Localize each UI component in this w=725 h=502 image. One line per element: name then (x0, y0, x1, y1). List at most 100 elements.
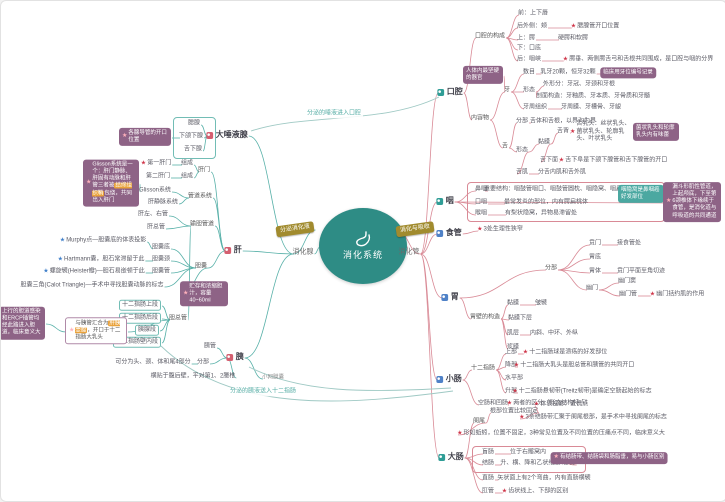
dc-mangchang[interactable]: 盲肠 (482, 449, 494, 457)
xc-shengbu-n[interactable]: ★十二指肠悬韧带(Treitz韧带)是确定空肠起始的标志 (512, 388, 651, 396)
wei-nianmo[interactable]: 黏膜 (507, 300, 519, 308)
she-nianmo[interactable]: 黏膜 (538, 139, 550, 147)
xc-shierzhichang[interactable]: 十二指肠 (471, 365, 495, 373)
wei-weiti-t[interactable]: 贲门平面至角切迹 (617, 268, 665, 276)
ya-bubble[interactable]: 人体内最坚硬的器官 (463, 66, 503, 84)
kq-jia[interactable]: 后外侧：颊 (517, 23, 547, 31)
ya[interactable]: 牙 (504, 87, 510, 95)
ganmen-zucheng-1[interactable]: 组成 (181, 160, 193, 168)
sal-shexiaxian[interactable]: 舌下腺 (184, 146, 202, 154)
dannang-guan[interactable]: 胆囊管 (152, 268, 170, 276)
she-ji[interactable]: 舌肌 (516, 169, 528, 177)
kq-goucheng[interactable]: 口腔的构成 (475, 33, 505, 41)
wei-weidi[interactable]: 胃底 (589, 254, 601, 262)
sal-saixian[interactable]: 腮腺 (188, 120, 200, 128)
ya-yazhou[interactable]: 牙周组织 (523, 104, 547, 112)
sal-note[interactable]: ★各腺导管的开口位置 (119, 128, 171, 146)
ya-shumu-t[interactable]: 乳牙20颗，恒牙32颗 (540, 69, 595, 77)
yan-houyan-t[interactable]: 有梨状隐窝，异物易滞留处 (505, 210, 577, 218)
main-kouqiang[interactable]: 口腔 (437, 87, 463, 97)
wei-youmendou[interactable]: 幽门窦 (618, 278, 636, 286)
wei-fenbu[interactable]: 分部 (545, 265, 557, 273)
ganmen-diyi[interactable]: ★第一肝门 (141, 160, 171, 168)
trunk-digestive-gland[interactable]: 消化腺 (293, 249, 314, 258)
dc-genbu-n1[interactable]: ★体表投影：麦氏点 (534, 401, 588, 409)
wei-youmen-note[interactable]: ★幽门括约肌的作用 (650, 291, 704, 299)
dc-jiechang-note[interactable]: ★有结肠带、结肠袋和肠脂垂，易与小肠区别 (551, 452, 668, 464)
shudan-zuoyouguan[interactable]: 肝左、右管 (138, 211, 168, 219)
she-bei[interactable]: 舌背 (557, 128, 569, 136)
yi-fenbu[interactable]: 分部 (197, 359, 209, 367)
xc-shangbu-n[interactable]: ★十二指肠球是溃疡的好发部位 (523, 349, 607, 357)
yi-fenbu-t[interactable]: 可分为头、颈、体和尾4部分 (115, 359, 190, 367)
kq-neirongwu[interactable]: 内容物 (471, 115, 489, 123)
glisson-note[interactable]: ★Glisson系统是一个：肝门静脉、肝固有动脉和肝管三者被结缔组织鞘包绕，共同… (83, 160, 139, 207)
she-bei-purple[interactable]: 菌状乳头和轮廓乳头内有味蕾 (633, 123, 679, 141)
main-shiguan[interactable]: 食管 (436, 228, 462, 238)
trunk-digestive-tract[interactable]: 消化管 (399, 249, 420, 258)
kq-shang[interactable]: 上：腭 (517, 35, 535, 43)
center-node[interactable]: 消化系统 (319, 208, 407, 284)
kq-jia-note[interactable]: ★腮腺管开口位置 (571, 23, 619, 31)
kq-shang-note[interactable]: 硬腭和软腭 (558, 35, 588, 43)
gan-shudan[interactable]: 输胆管道 (190, 221, 214, 229)
main-yan[interactable]: 咽 (436, 196, 454, 206)
yan-kouyan-t[interactable]: 最常发炎的部位，内有腭扁桃体 (504, 199, 588, 207)
ya-shumu[interactable]: 数目 (523, 69, 535, 77)
gan[interactable]: 肝 (224, 245, 242, 255)
danzong-note[interactable]: ★与胰管汇合为肝胰壶腹，开口于十二指肠大乳头 (65, 317, 127, 344)
wei-youmenguan[interactable]: 幽门管 (619, 291, 637, 299)
xc-shuipingbu[interactable]: 水平部 (505, 375, 523, 383)
dc-jiechang[interactable]: 结肠 (482, 460, 494, 468)
wei-benmen[interactable]: 贲门 (589, 240, 601, 248)
kq-xia[interactable]: 下：口底 (517, 45, 541, 53)
she-xingtai[interactable]: 形态 (516, 147, 528, 155)
dannang-sanjiao[interactable]: 胆囊三角(Calot Triangle)—手术中寻找胆囊动脉的标志 (20, 282, 163, 290)
she-xiamian-note[interactable]: ★舌下阜是下颌下腺管和舌下腺管的开口 (559, 157, 667, 165)
dannang-di-n[interactable]: ★Murphy点—胆囊底的体表投影 (60, 237, 146, 245)
gan-dannang[interactable]: 胆囊 (195, 263, 207, 271)
glisson[interactable]: Glisson系统 (139, 187, 171, 195)
wei-gouzao[interactable]: 胃壁的构造 (470, 314, 500, 322)
xc-konghui[interactable]: 空肠和回肠 (478, 400, 508, 408)
she-fenbu[interactable]: 分部 (516, 118, 528, 126)
xc-shangbu[interactable]: 上部 (505, 349, 517, 357)
dannang-guan-n[interactable]: ★螺旋襞(Heister瓣)—胆石易嵌顿于此 (43, 268, 144, 276)
yi-guan[interactable]: 胰管 (204, 343, 216, 351)
xc-jiangbu-n[interactable]: ★十二指肠大乳头是胆总管和胰管的共同开口 (514, 362, 634, 370)
dc-zhichang-t[interactable]: 矢状面上有2个弯曲，内有直肠横襞 (497, 475, 590, 483)
ya-xt-waixing[interactable]: 外形分：牙冠、牙颈和牙根 (543, 81, 615, 89)
she-xiamian[interactable]: 舌下面 (540, 157, 558, 165)
badge-right[interactable]: 消化与吸收 (395, 221, 434, 237)
ya-shumu-note[interactable]: 临床用牙位编号记录 (600, 67, 656, 78)
dannang-jing[interactable]: 胆囊颈 (152, 256, 170, 264)
yan-houyan[interactable]: 喉咽 (475, 210, 487, 218)
yi[interactable]: 胰 (226, 352, 244, 362)
gan-guandao[interactable]: 管道系统 (188, 193, 212, 201)
gan-jingmai[interactable]: 肝静脉系统 (148, 199, 178, 207)
dannang-di[interactable]: 胆囊底 (152, 244, 170, 252)
dc-genbu-n2[interactable]: ★3条结肠带汇聚于阑尾根部，是手术中寻找阑尾的标志 (519, 414, 667, 422)
wei-jiceng[interactable]: 肌层 (507, 330, 519, 338)
wei-youmen[interactable]: 幽门 (586, 285, 598, 293)
yan-kouyan[interactable]: 口咽 (475, 199, 487, 207)
xlabel-pancreas[interactable]: 分泌的胰液送入十二指肠 (228, 388, 298, 396)
main-xiaochang[interactable]: 小肠 (436, 374, 462, 384)
she-ji-t[interactable]: 分舌内肌和舌外肌 (538, 169, 586, 177)
shiguan-note[interactable]: ★3处生理性狭窄 (477, 226, 523, 234)
wei-benmen-t[interactable]: 接食管处 (617, 240, 641, 248)
dc-lanwei-n[interactable]: ★形如蚯蚓，位置不固定，3种常见位置及不同位置的压痛点不同，临床意义大 (457, 430, 665, 438)
dc-mangchang-t[interactable]: 位于右髂窝内 (510, 449, 546, 457)
wei-weiti[interactable]: 胃体 (589, 268, 601, 276)
danzongguan[interactable]: 胆总管 (169, 315, 187, 323)
ya-yazhou-t[interactable]: 牙周膜、牙槽骨、牙龈 (561, 104, 621, 112)
main-wei[interactable]: 胃 (441, 292, 459, 302)
badge-left[interactable]: 分泌消化液 (275, 221, 314, 237)
wei-nianmoxiaceng[interactable]: 黏膜下层 (508, 315, 532, 323)
dc-gangguan[interactable]: 肛管 (482, 488, 494, 496)
wei-jiceng-t[interactable]: 内斜、中环、外纵 (530, 330, 578, 338)
danzong-seg-1[interactable]: 十二指肠上段 (119, 300, 161, 311)
dc-zhichang[interactable]: 直肠 (482, 475, 494, 483)
danzong-purple[interactable]: 上行的胆道感染和ERCP插管均经此路进入胆道，临床意义大 (0, 307, 45, 340)
ya-xingtai[interactable]: 形态 (523, 87, 535, 95)
